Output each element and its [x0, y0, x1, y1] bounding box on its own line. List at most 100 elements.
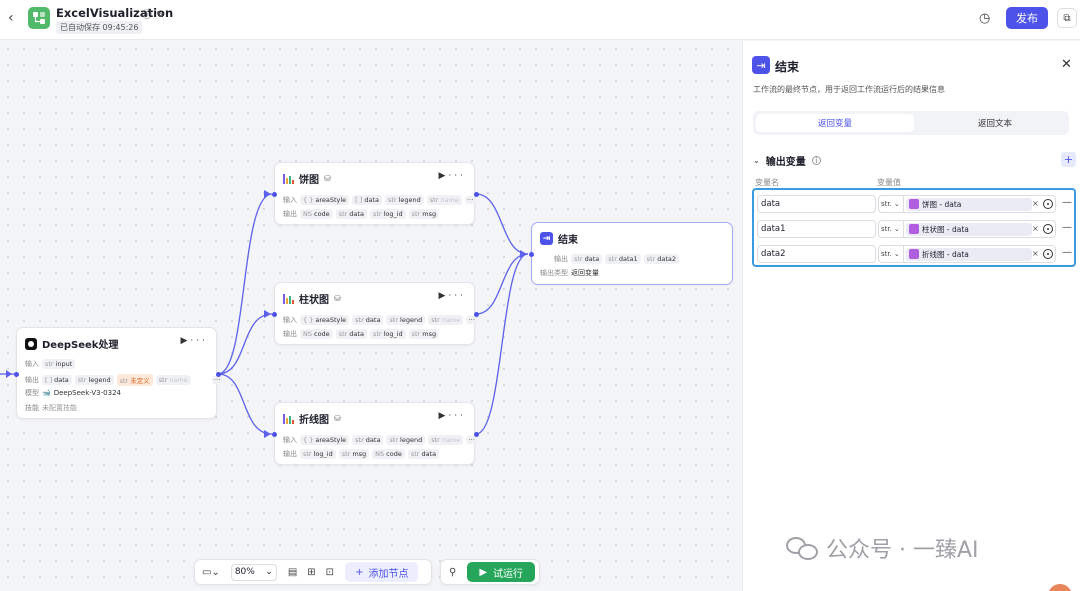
plugin-badge-icon: ⛁	[334, 294, 341, 303]
output-port[interactable]	[474, 312, 479, 317]
target-icon[interactable]	[1043, 199, 1053, 209]
output-tag: [ ]data	[42, 375, 72, 385]
debug-icon[interactable]: ⚲	[449, 566, 457, 578]
tab-return-text[interactable]: 返回文本	[977, 119, 1012, 129]
target-icon[interactable]	[1043, 224, 1053, 234]
node-title: DeepSeek处理	[42, 340, 119, 351]
close-icon[interactable]: ✕	[1061, 57, 1072, 72]
input-tag: [ ]data	[352, 195, 382, 205]
target-icon[interactable]	[1043, 249, 1053, 259]
plugin-badge-icon: ⛁	[334, 414, 341, 423]
info-icon[interactable]: i	[811, 156, 821, 165]
variable-name-input[interactable]: data	[757, 195, 876, 213]
tab-return-variables[interactable]: 返回变量	[756, 114, 914, 132]
node-title: 折线图	[299, 415, 329, 426]
variable-ref-field[interactable]: 柱状图 - data ×	[904, 220, 1056, 238]
input-port[interactable]	[272, 192, 277, 197]
more-icon[interactable]: ···	[448, 291, 466, 301]
remove-variable-icon[interactable]: —	[1062, 222, 1072, 233]
input-port[interactable]	[272, 312, 277, 317]
model-name: DeepSeek-V3-0324	[53, 389, 121, 397]
edit-icon[interactable]: ✎	[156, 10, 165, 21]
clear-icon[interactable]: ×	[1032, 199, 1039, 208]
clear-icon[interactable]: ×	[1032, 249, 1039, 258]
node-title: 结束	[558, 235, 578, 246]
play-icon[interactable]: ▶	[438, 291, 449, 301]
variable-type-select[interactable]: str.⌄	[878, 220, 904, 238]
copy-icon[interactable]: ⧉	[1057, 8, 1077, 28]
workflow-icon	[33, 12, 45, 24]
top-bar: ‹ ExcelVisualization ⓘ✎ 已自动保存 09:45:26 ◷…	[0, 0, 1080, 40]
save-status: 已自动保存 09:45:26	[56, 21, 143, 34]
add-node-button[interactable]: + 添加节点	[345, 562, 419, 582]
floating-assistant-icon[interactable]	[1048, 584, 1072, 591]
clear-icon[interactable]: ×	[1032, 224, 1039, 233]
more-icon[interactable]: ···	[448, 171, 466, 181]
variable-name-input[interactable]: data2	[757, 245, 876, 263]
layout-icon[interactable]: ⊞	[307, 566, 316, 578]
more-inputs-icon[interactable]: ···	[466, 316, 477, 324]
comment-icon[interactable]: ▤	[287, 566, 298, 578]
variable-type-select[interactable]: str.⌄	[878, 195, 904, 213]
play-icon[interactable]: ▶	[438, 411, 449, 421]
more-icon[interactable]: ···	[190, 336, 208, 346]
input-port[interactable]	[272, 432, 277, 437]
variable-ref-field[interactable]: 折线图 - data ×	[904, 245, 1056, 263]
column-header-value: 变量值	[877, 178, 901, 187]
chart-icon	[283, 413, 294, 424]
output-variables-header[interactable]: ⌄ 输出变量 i	[753, 153, 821, 168]
more-outputs-icon[interactable]: ···	[211, 376, 223, 384]
add-variable-button[interactable]: +	[1061, 152, 1076, 167]
edge-deepseek-pie	[217, 193, 273, 375]
info-icon[interactable]: ⓘ	[142, 10, 152, 21]
plugin-badge-icon: ⛁	[324, 174, 331, 183]
remove-variable-icon[interactable]: —	[1062, 197, 1072, 208]
panel-description: 工作流的最终节点，用于返回工作流运行后的结果信息	[753, 85, 945, 94]
variable-ref-chip: 柱状图 - data	[906, 222, 1032, 236]
variable-name-input[interactable]: data1	[757, 220, 876, 238]
output-port[interactable]	[216, 372, 221, 377]
minimap-icon[interactable]: ▭⌄	[202, 566, 220, 578]
zoom-select[interactable]: 80%⌄	[230, 563, 277, 581]
output-port[interactable]	[474, 432, 479, 437]
node-config-panel: ⇥ 结束 ✕ 工作流的最终节点，用于返回工作流运行后的结果信息 返回变量 返回文…	[742, 41, 1080, 591]
more-inputs-icon[interactable]: ···	[464, 196, 476, 204]
watermark: 公众号 · 一臻AI	[786, 532, 979, 564]
input-port[interactable]	[529, 252, 534, 257]
variable-ref-field[interactable]: 饼图 - data ×	[904, 195, 1056, 213]
fit-view-icon[interactable]: ⊡	[325, 566, 335, 578]
remove-variable-icon[interactable]: —	[1062, 247, 1072, 258]
plugin-icon	[909, 224, 919, 234]
play-icon[interactable]: ▶	[438, 171, 449, 181]
input-tag: { }areaStyle	[300, 435, 350, 445]
output-port[interactable]	[474, 192, 479, 197]
play-icon[interactable]: ▶	[180, 336, 191, 346]
wechat-icon	[786, 535, 820, 561]
publish-button[interactable]: 发布	[1006, 7, 1048, 29]
chevron-left-icon[interactable]: ‹	[8, 10, 14, 26]
edges-layer	[0, 190, 529, 438]
test-run-button[interactable]: ▶ 试运行	[467, 562, 536, 582]
chevron-down-icon: ⌄	[753, 156, 760, 165]
input-port[interactable]	[14, 372, 19, 377]
canvas-toolbar: ▭⌄ 80%⌄ ▤ ⊞ ⊡ + 添加节点	[194, 559, 432, 585]
more-icon[interactable]: ···	[448, 411, 466, 421]
more-inputs-icon[interactable]: ···	[466, 436, 477, 444]
variable-type-select[interactable]: str.⌄	[878, 245, 904, 263]
history-icon[interactable]: ◷	[979, 11, 991, 26]
